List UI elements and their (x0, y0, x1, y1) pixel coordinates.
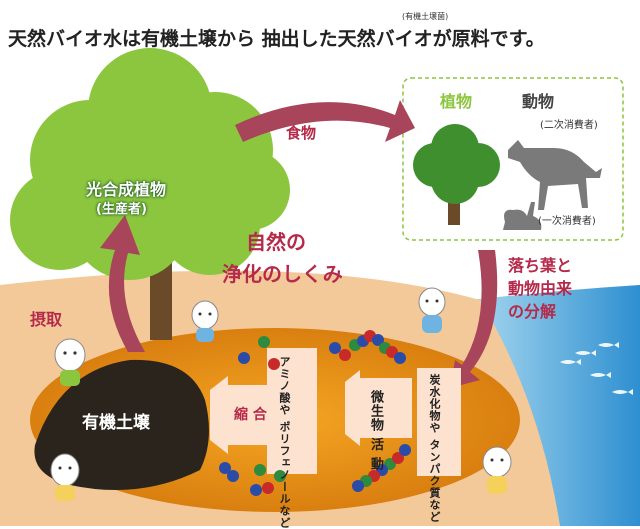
molecules (219, 330, 411, 496)
decompose-line-2: 動物由来 (508, 279, 573, 298)
label-primary: (一次消費者) (538, 216, 596, 227)
label-animals: 動物 (522, 92, 555, 111)
rabbit-icon (503, 202, 542, 230)
fish-icon (590, 372, 611, 378)
fish-icon (575, 350, 596, 356)
center-line-2: 浄化のしくみ (222, 262, 343, 286)
fish-icon (560, 359, 581, 365)
character-left-icon (54, 338, 86, 386)
panel-carbs (417, 368, 461, 476)
arrow-food (235, 100, 415, 142)
label-intake: 摂取 (30, 310, 63, 329)
wolf-icon (508, 140, 602, 210)
soil-mound (34, 359, 209, 490)
consumers-panel (402, 77, 624, 241)
character-blue-right-icon (418, 287, 446, 333)
title-ruby: (有機土壌菌) (402, 12, 449, 21)
decompose-line-3: の分解 (508, 302, 557, 321)
label-soil: 有機土壌 (82, 413, 150, 433)
small-tree-icon (413, 124, 500, 225)
producer-sub: (生産者) (96, 202, 147, 217)
character-bottom-left-icon (50, 453, 80, 501)
label-secondary: (二次消費者) (540, 120, 598, 131)
page-title: 天然バイオ水は有機土壌から 抽出した天然バイオが原料です。 (8, 28, 545, 50)
sea (470, 285, 640, 526)
label-food: 食物 (286, 124, 317, 142)
label-synth: 縮 合 (234, 407, 267, 423)
producer-title: 光合成植物 (86, 180, 167, 199)
character-blue-left-icon (191, 300, 219, 342)
decompose-line-1: 落ち葉と (508, 256, 573, 275)
fish-icon (598, 342, 619, 348)
center-line-1: 自然の (246, 230, 306, 254)
arrow-decompose (450, 250, 498, 388)
fish-group (560, 342, 633, 395)
label-aminos: アミノ酸や ポリフェノールなど (278, 356, 291, 529)
label-microbes: 微生物 活 動 (368, 390, 383, 472)
tree-icon (10, 48, 290, 340)
arrow-microbes (345, 370, 412, 446)
character-bottom-right-icon (482, 446, 512, 494)
arrow-intake (100, 215, 145, 352)
label-carbs: 炭水化物や タンパク質など (428, 374, 441, 523)
label-plants: 植物 (440, 92, 473, 111)
fish-icon (612, 389, 633, 395)
